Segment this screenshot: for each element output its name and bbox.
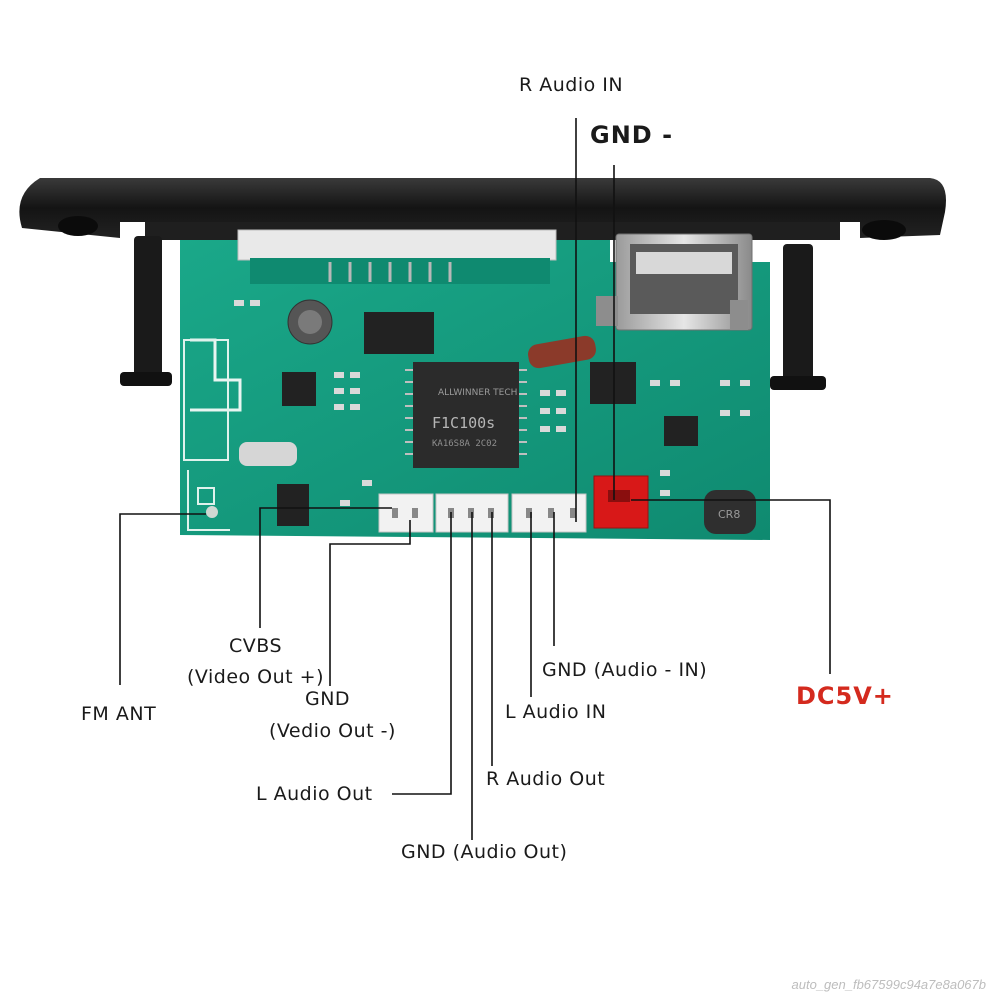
label-l-audio-in: L Audio IN xyxy=(505,701,607,723)
secondary-ics xyxy=(239,312,698,526)
usb-port xyxy=(596,233,753,331)
power-connector xyxy=(593,475,649,529)
label-vedio-out-minus: (Vedio Out -) xyxy=(269,720,396,742)
leader-lines xyxy=(119,118,831,840)
inductor-text: CR8 xyxy=(718,508,740,521)
label-r-audio-out: R Audio Out xyxy=(486,768,606,790)
mounting-posts xyxy=(120,236,826,390)
capacitor xyxy=(287,299,333,345)
label-cvbs: CVBS xyxy=(229,635,283,657)
label-gnd-video: GND xyxy=(305,688,351,710)
label-gnd-minus: GND - xyxy=(590,121,674,149)
main-chip: ALLWINNER TECH F1C100s KA16S8A 2C02 xyxy=(405,362,527,468)
video-connector xyxy=(378,493,434,533)
chip-code-text: KA16S8A 2C02 xyxy=(432,439,497,449)
chip-model-text: F1C100s xyxy=(432,414,495,432)
watermark: auto_gen_fb67599c94a7e8a067b xyxy=(791,977,986,992)
chip-brand-text: ALLWINNER TECH xyxy=(438,388,517,398)
label-fm-ant: FM ANT xyxy=(81,703,157,725)
label-video-out-plus: (Video Out +) xyxy=(187,666,325,688)
label-l-audio-out: L Audio Out xyxy=(256,783,373,805)
smd-components xyxy=(234,300,750,506)
label-gnd-audio-out: GND (Audio Out) xyxy=(401,841,568,863)
label-dc5v-plus: DC5V+ xyxy=(796,682,894,710)
diode xyxy=(528,335,596,369)
audio-in-connector xyxy=(511,493,587,533)
label-r-audio-in: R Audio IN xyxy=(519,74,624,96)
inductor: CR8 xyxy=(704,490,756,534)
label-gnd-audio-in: GND (Audio - IN) xyxy=(542,659,708,681)
ribbon-connector xyxy=(237,229,557,284)
